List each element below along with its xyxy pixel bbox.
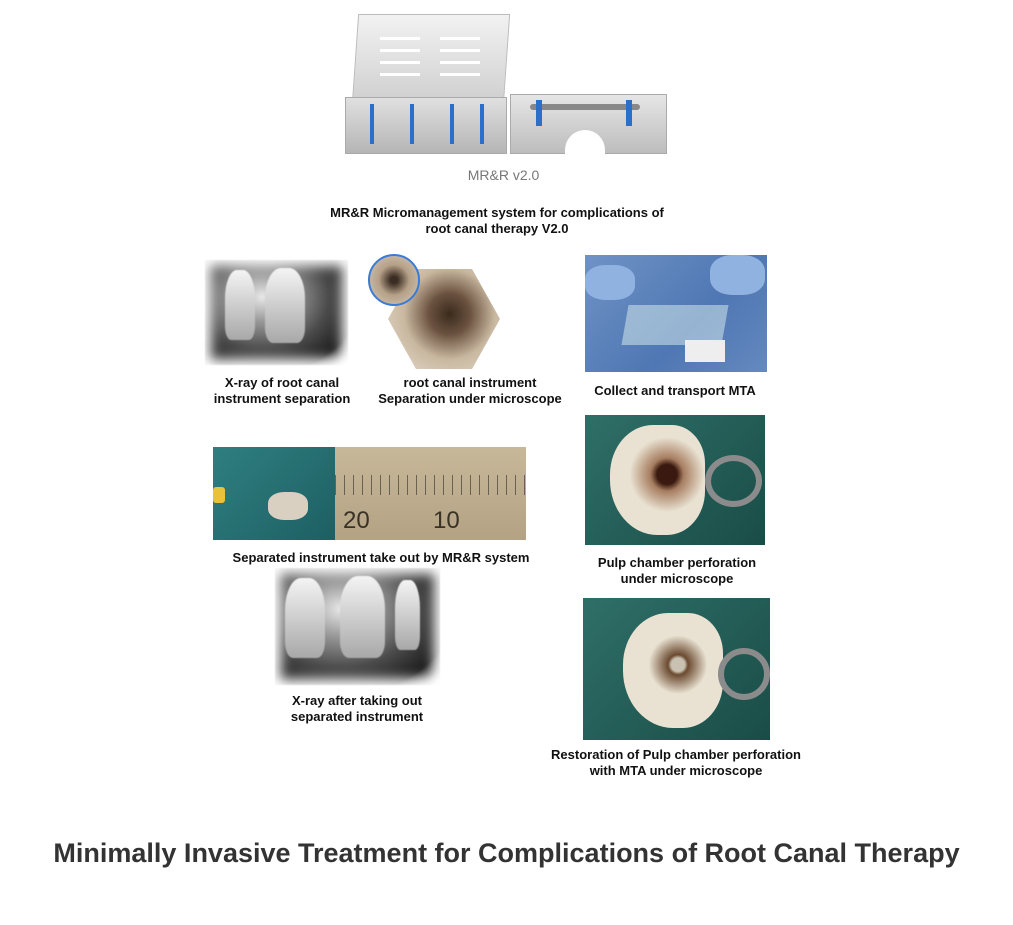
caption-microscope-separation-2: Separation under microscope — [378, 391, 562, 406]
pulp-perforation-image — [585, 415, 765, 545]
caption-instrument-takeout: Separated instrument take out by MR&R sy… — [232, 550, 530, 565]
system-caption-line2: root canal therapy V2.0 — [425, 221, 569, 236]
caption-xray-separation-1: X-ray of root canal — [224, 375, 340, 390]
caption-pulp-perforation-2: under microscope — [620, 571, 734, 586]
xray-after-image — [275, 568, 440, 685]
caption-collect-mta: Collect and transport MTA — [594, 383, 756, 398]
caption-xray-after-2: separated instrument — [290, 709, 424, 724]
caption-xray-separation-2: instrument separation — [213, 391, 351, 406]
ruler-label-10: 10 — [433, 507, 460, 534]
microscope-separation-image — [368, 254, 501, 372]
system-caption-line1: MR&R Micromanagement system for complica… — [330, 205, 664, 220]
caption-microscope-separation-1: root canal instrument — [403, 375, 537, 390]
caption-restoration-1: Restoration of Pulp chamber perforation — [551, 747, 801, 762]
caption-pulp-perforation-1: Pulp chamber perforation — [597, 555, 757, 570]
caption-restoration-2: with MTA under microscope — [589, 763, 763, 778]
mta-restoration-image — [583, 598, 770, 740]
collect-mta-image — [585, 255, 767, 372]
ruler-label-20: 20 — [343, 507, 370, 534]
instrument-takeout-image: 20 10 — [213, 447, 526, 540]
page-title: Minimally Invasive Treatment for Complic… — [53, 838, 960, 868]
mrr-toolbox-image — [340, 12, 670, 157]
caption-xray-after-1: X-ray after taking out — [291, 693, 423, 708]
product-label: MR&R v2.0 — [467, 167, 540, 183]
xray-separation-image — [205, 260, 348, 365]
